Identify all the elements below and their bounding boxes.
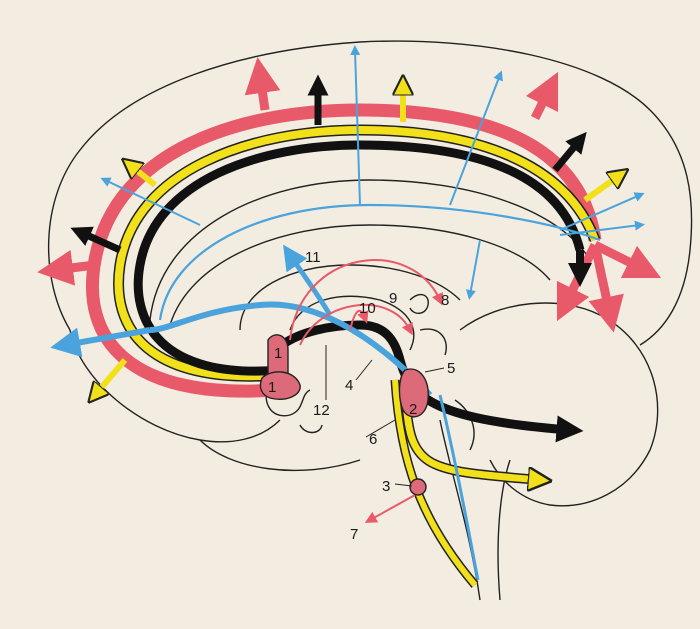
label-12: 12 — [313, 402, 330, 419]
label-8: 8 — [441, 292, 449, 309]
label-5: 5 — [447, 360, 455, 377]
label-3: 3 — [382, 478, 390, 495]
label-7: 7 — [350, 526, 358, 543]
label-4: 4 — [345, 377, 353, 394]
nucleus-1-lower — [260, 372, 300, 399]
label-11: 11 — [305, 249, 321, 266]
tectum-outline — [420, 329, 446, 355]
corpus-callosum-outline — [150, 180, 590, 320]
label-1-upper: 1 — [274, 345, 282, 362]
pineal-outline — [410, 295, 428, 314]
label-1-lower: 1 — [268, 379, 276, 396]
label-6: 6 — [369, 431, 377, 448]
label-10: 10 — [359, 300, 376, 317]
label-2: 2 — [409, 401, 417, 418]
fourth-ventricle-outline — [455, 400, 474, 450]
nucleus-3 — [410, 479, 426, 495]
label-9: 9 — [389, 290, 397, 307]
temporal-lobe-outline — [200, 440, 360, 470]
pituitary-outline — [300, 425, 322, 433]
